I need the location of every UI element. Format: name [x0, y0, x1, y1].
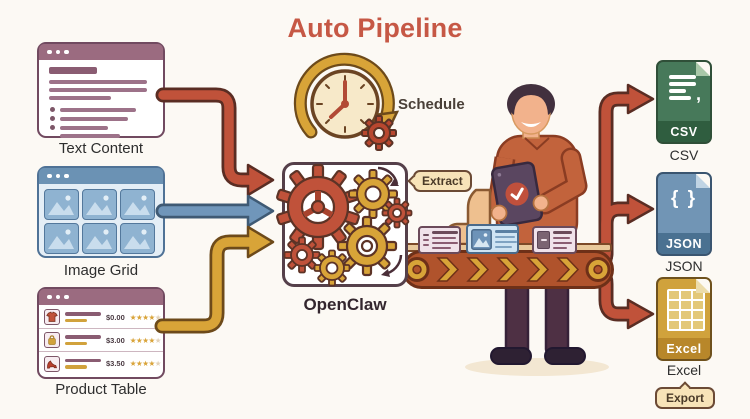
text-line	[49, 80, 147, 84]
window-dot	[64, 294, 69, 300]
gear-icon	[361, 115, 397, 151]
schedule-clock-icon	[293, 52, 400, 151]
rating-stars-icon: ★★★★★	[129, 359, 162, 368]
product-row: $3.00 ★★★★★	[39, 329, 163, 352]
comma-glyph: ,	[695, 84, 701, 104]
image-placeholder-icon	[44, 223, 79, 254]
gear-icon	[336, 215, 398, 277]
engine-box	[275, 162, 413, 287]
rating-stars-icon: ★★★★★	[129, 312, 162, 322]
bullet-dot	[50, 116, 55, 121]
product-table-window: $0.00 ★★★★★ $3.00 ★★★★★ $3.50 ★★★★★	[37, 287, 165, 379]
gear-icon	[348, 169, 398, 219]
text-line	[49, 88, 147, 92]
high-heel-shoe-icon	[44, 355, 60, 372]
product-text-lines	[65, 335, 101, 345]
person-hand	[490, 204, 508, 222]
image-grid-window	[37, 166, 165, 258]
window-dot	[55, 294, 60, 300]
product-price: $3.00	[106, 335, 125, 345]
excel-badge: Excel	[658, 338, 710, 359]
text-line	[60, 125, 108, 130]
gear-icon	[283, 236, 321, 274]
window-dot	[64, 49, 69, 55]
json-badge: JSON	[658, 233, 710, 254]
folded-corner	[695, 279, 710, 294]
product-text-lines	[65, 312, 101, 322]
image-placeholder-icon	[120, 223, 155, 254]
image-thumb-icon	[471, 229, 492, 250]
person-shadow	[465, 358, 609, 376]
window-dot	[47, 173, 52, 179]
spreadsheet-grid-icon	[667, 289, 705, 331]
rating-stars-icon: ★★★★★	[129, 335, 162, 345]
window-titlebar	[39, 44, 163, 60]
conveyor-item-image-card	[466, 224, 519, 254]
csv-file-icon: , CSV	[656, 60, 712, 144]
json-label: JSON	[665, 258, 703, 274]
text-heading-bar	[49, 67, 97, 74]
product-text-lines	[65, 358, 101, 369]
text-line	[49, 96, 111, 100]
person-smile	[521, 122, 541, 127]
image-grid-label: Image Grid	[63, 262, 139, 279]
window-titlebar	[39, 168, 163, 184]
image-placeholder-icon	[120, 189, 155, 220]
rotation-arrow-icon	[377, 166, 399, 185]
window-dot	[47, 294, 52, 300]
product-row: $0.00 ★★★★★	[39, 306, 163, 329]
text-content-window	[37, 42, 165, 138]
image-placeholder-icon	[44, 189, 79, 220]
engine-label: OpenClaw	[303, 295, 387, 314]
extract-tag: Extract	[407, 170, 472, 192]
product-price: $0.00	[106, 312, 125, 322]
image-placeholder-icon	[82, 223, 117, 254]
person-hand	[532, 194, 550, 212]
product-table-label: Product Table	[55, 381, 147, 398]
conveyor-body	[402, 250, 614, 289]
window-dot	[55, 173, 60, 179]
window-titlebar	[39, 289, 163, 305]
folded-corner	[695, 174, 710, 189]
excel-file-icon: Excel	[656, 277, 712, 361]
product-price: $3.50	[106, 359, 125, 368]
t-shirt-icon	[44, 309, 60, 325]
tag-pointer	[407, 175, 419, 187]
folded-corner	[695, 62, 710, 77]
conveyor-item-text-card	[418, 226, 461, 254]
json-file-icon: { } JSON	[656, 172, 712, 256]
conveyor-item-doc-card	[532, 226, 577, 254]
text-content-label: Text Content	[58, 140, 144, 157]
window-dot	[47, 49, 52, 55]
handbag-icon	[44, 332, 60, 348]
csv-badge: CSV	[658, 121, 710, 142]
export-tag: Export	[655, 381, 715, 409]
bullet-dot	[50, 107, 55, 112]
text-line	[60, 133, 120, 138]
gear-icon	[275, 163, 361, 251]
window-dot	[64, 173, 69, 179]
doc-thumb-icon	[537, 231, 550, 249]
product-row: $3.50 ★★★★★	[39, 352, 163, 375]
image-grid-body	[39, 184, 163, 259]
bullet-dot	[50, 125, 55, 130]
braces-glyph: { }	[670, 188, 698, 209]
schedule-label: Schedule	[398, 96, 465, 113]
text-line	[60, 107, 136, 112]
gear-icon	[381, 197, 413, 229]
page-title: Auto Pipeline	[287, 13, 463, 43]
window-dot	[55, 49, 60, 55]
gear-icon	[313, 249, 351, 287]
excel-label: Excel	[666, 362, 702, 378]
text-line	[60, 116, 128, 121]
csv-label: CSV	[669, 147, 699, 163]
gears-icon	[275, 163, 413, 287]
image-placeholder-icon	[82, 189, 117, 220]
